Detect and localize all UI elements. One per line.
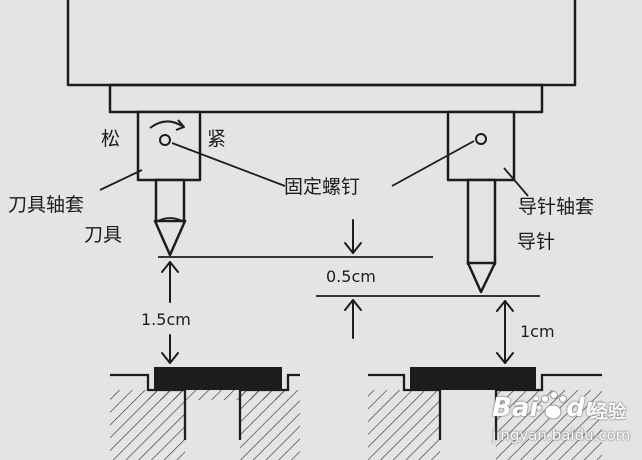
dimension-guide-gap: 1cm	[520, 322, 555, 341]
leader-screw-left	[171, 142, 286, 187]
guide-sleeve-body	[446, 110, 516, 182]
dimension-tool-gap: 1.5cm	[141, 310, 191, 329]
tool-shank	[154, 178, 186, 224]
machine-frame	[66, 0, 577, 87]
guide-pin-tip	[466, 261, 497, 294]
tool-screw-circle	[159, 134, 171, 146]
watermark-suffix: 经验	[590, 402, 626, 423]
watermark-brand-part2: du	[566, 393, 604, 423]
tool-sleeve-body	[136, 110, 202, 182]
dimension-offset: 0.5cm	[326, 267, 376, 286]
tool-tip	[153, 219, 187, 257]
guide-screw-circle	[475, 133, 487, 145]
label-tool: 刀具	[84, 224, 123, 246]
leader-tool-sleeve	[99, 169, 143, 191]
label-set-screw: 固定螺钉	[284, 176, 361, 198]
label-guide-sleeve: 导针轴套	[518, 196, 595, 218]
watermark-url: jingyan.baidu.com	[492, 426, 631, 444]
label-tight: 紧	[207, 128, 227, 150]
label-guide-pin: 导针	[517, 231, 556, 253]
mounting-plate	[108, 83, 544, 114]
watermark-brand-part1: Bai	[492, 393, 539, 423]
leader-guide-sleeve	[503, 167, 529, 197]
tool-tip-line	[155, 217, 185, 223]
label-tool-sleeve: 刀具轴套	[8, 194, 85, 216]
leader-screw-right	[391, 140, 475, 187]
label-loose: 松	[101, 128, 121, 150]
rotate-arrow-icon	[149, 120, 183, 129]
baidu-paw-icon	[535, 391, 567, 420]
guide-pin-shank	[466, 178, 497, 266]
left-fixture	[110, 367, 300, 460]
right-fixture	[368, 367, 602, 460]
